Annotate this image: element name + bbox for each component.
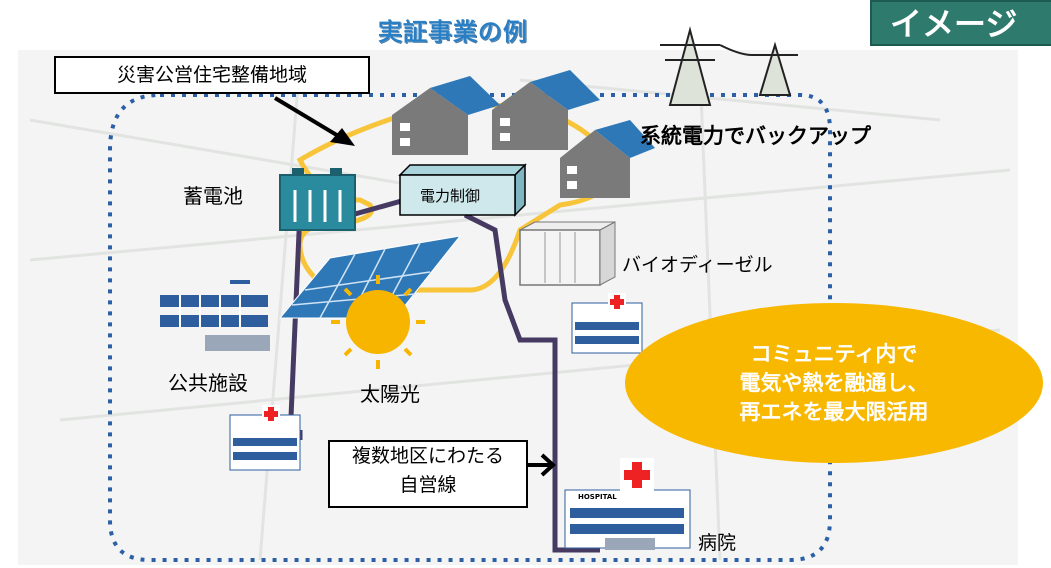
bubble-line1: コミュニティ内で	[750, 341, 918, 366]
hospital-icon	[571, 293, 643, 354]
area-arrow	[273, 96, 347, 142]
house-icon	[560, 120, 655, 198]
battery-icon	[279, 168, 356, 231]
hospital-icon	[564, 458, 691, 550]
power-control-label: 電力制御	[420, 187, 481, 205]
biodiesel-label: バイオディーゼル	[622, 254, 773, 276]
sun-icon	[331, 275, 425, 369]
private-line-label-line1: 複数地区にわたる	[351, 445, 504, 467]
image-badge: イメージ	[870, 0, 1051, 46]
area-arrowhead	[330, 128, 355, 146]
public-facility-label: 公共施設	[168, 371, 248, 395]
battery-label: 蓄電池	[183, 184, 243, 208]
house-icon	[492, 70, 600, 150]
community-bubble: コミュニティ内で 電気や熱を融通し、 再エネを最大限活用	[625, 303, 1043, 463]
private-line-arrowhead	[540, 453, 556, 477]
bubble-line3: 再エネを最大限活用	[739, 399, 929, 424]
power-pylon-icon	[660, 26, 798, 106]
hospital-label: 病院	[698, 532, 737, 554]
house-icon	[392, 76, 500, 155]
map-roads	[29, 59, 1011, 561]
solar-label: 太陽光	[360, 382, 420, 406]
hospital-sign: HOSPITAL	[578, 493, 617, 501]
biodiesel-generator-icon	[519, 221, 616, 286]
bubble-line2: 電気や熱を融通し、	[739, 370, 929, 395]
page-title: 実証事業の例	[378, 18, 528, 46]
public-facility-icon	[160, 280, 270, 351]
private-line-label: 複数地区にわたる 自営線	[328, 440, 528, 508]
hospital-icon	[229, 405, 301, 471]
grid-backup-label: 系統電力でバックアップ	[640, 124, 871, 148]
area-label: 災害公営住宅整備地域	[54, 56, 370, 94]
private-line-label-line2: 自営線	[399, 474, 457, 496]
power-control-box	[398, 163, 527, 217]
